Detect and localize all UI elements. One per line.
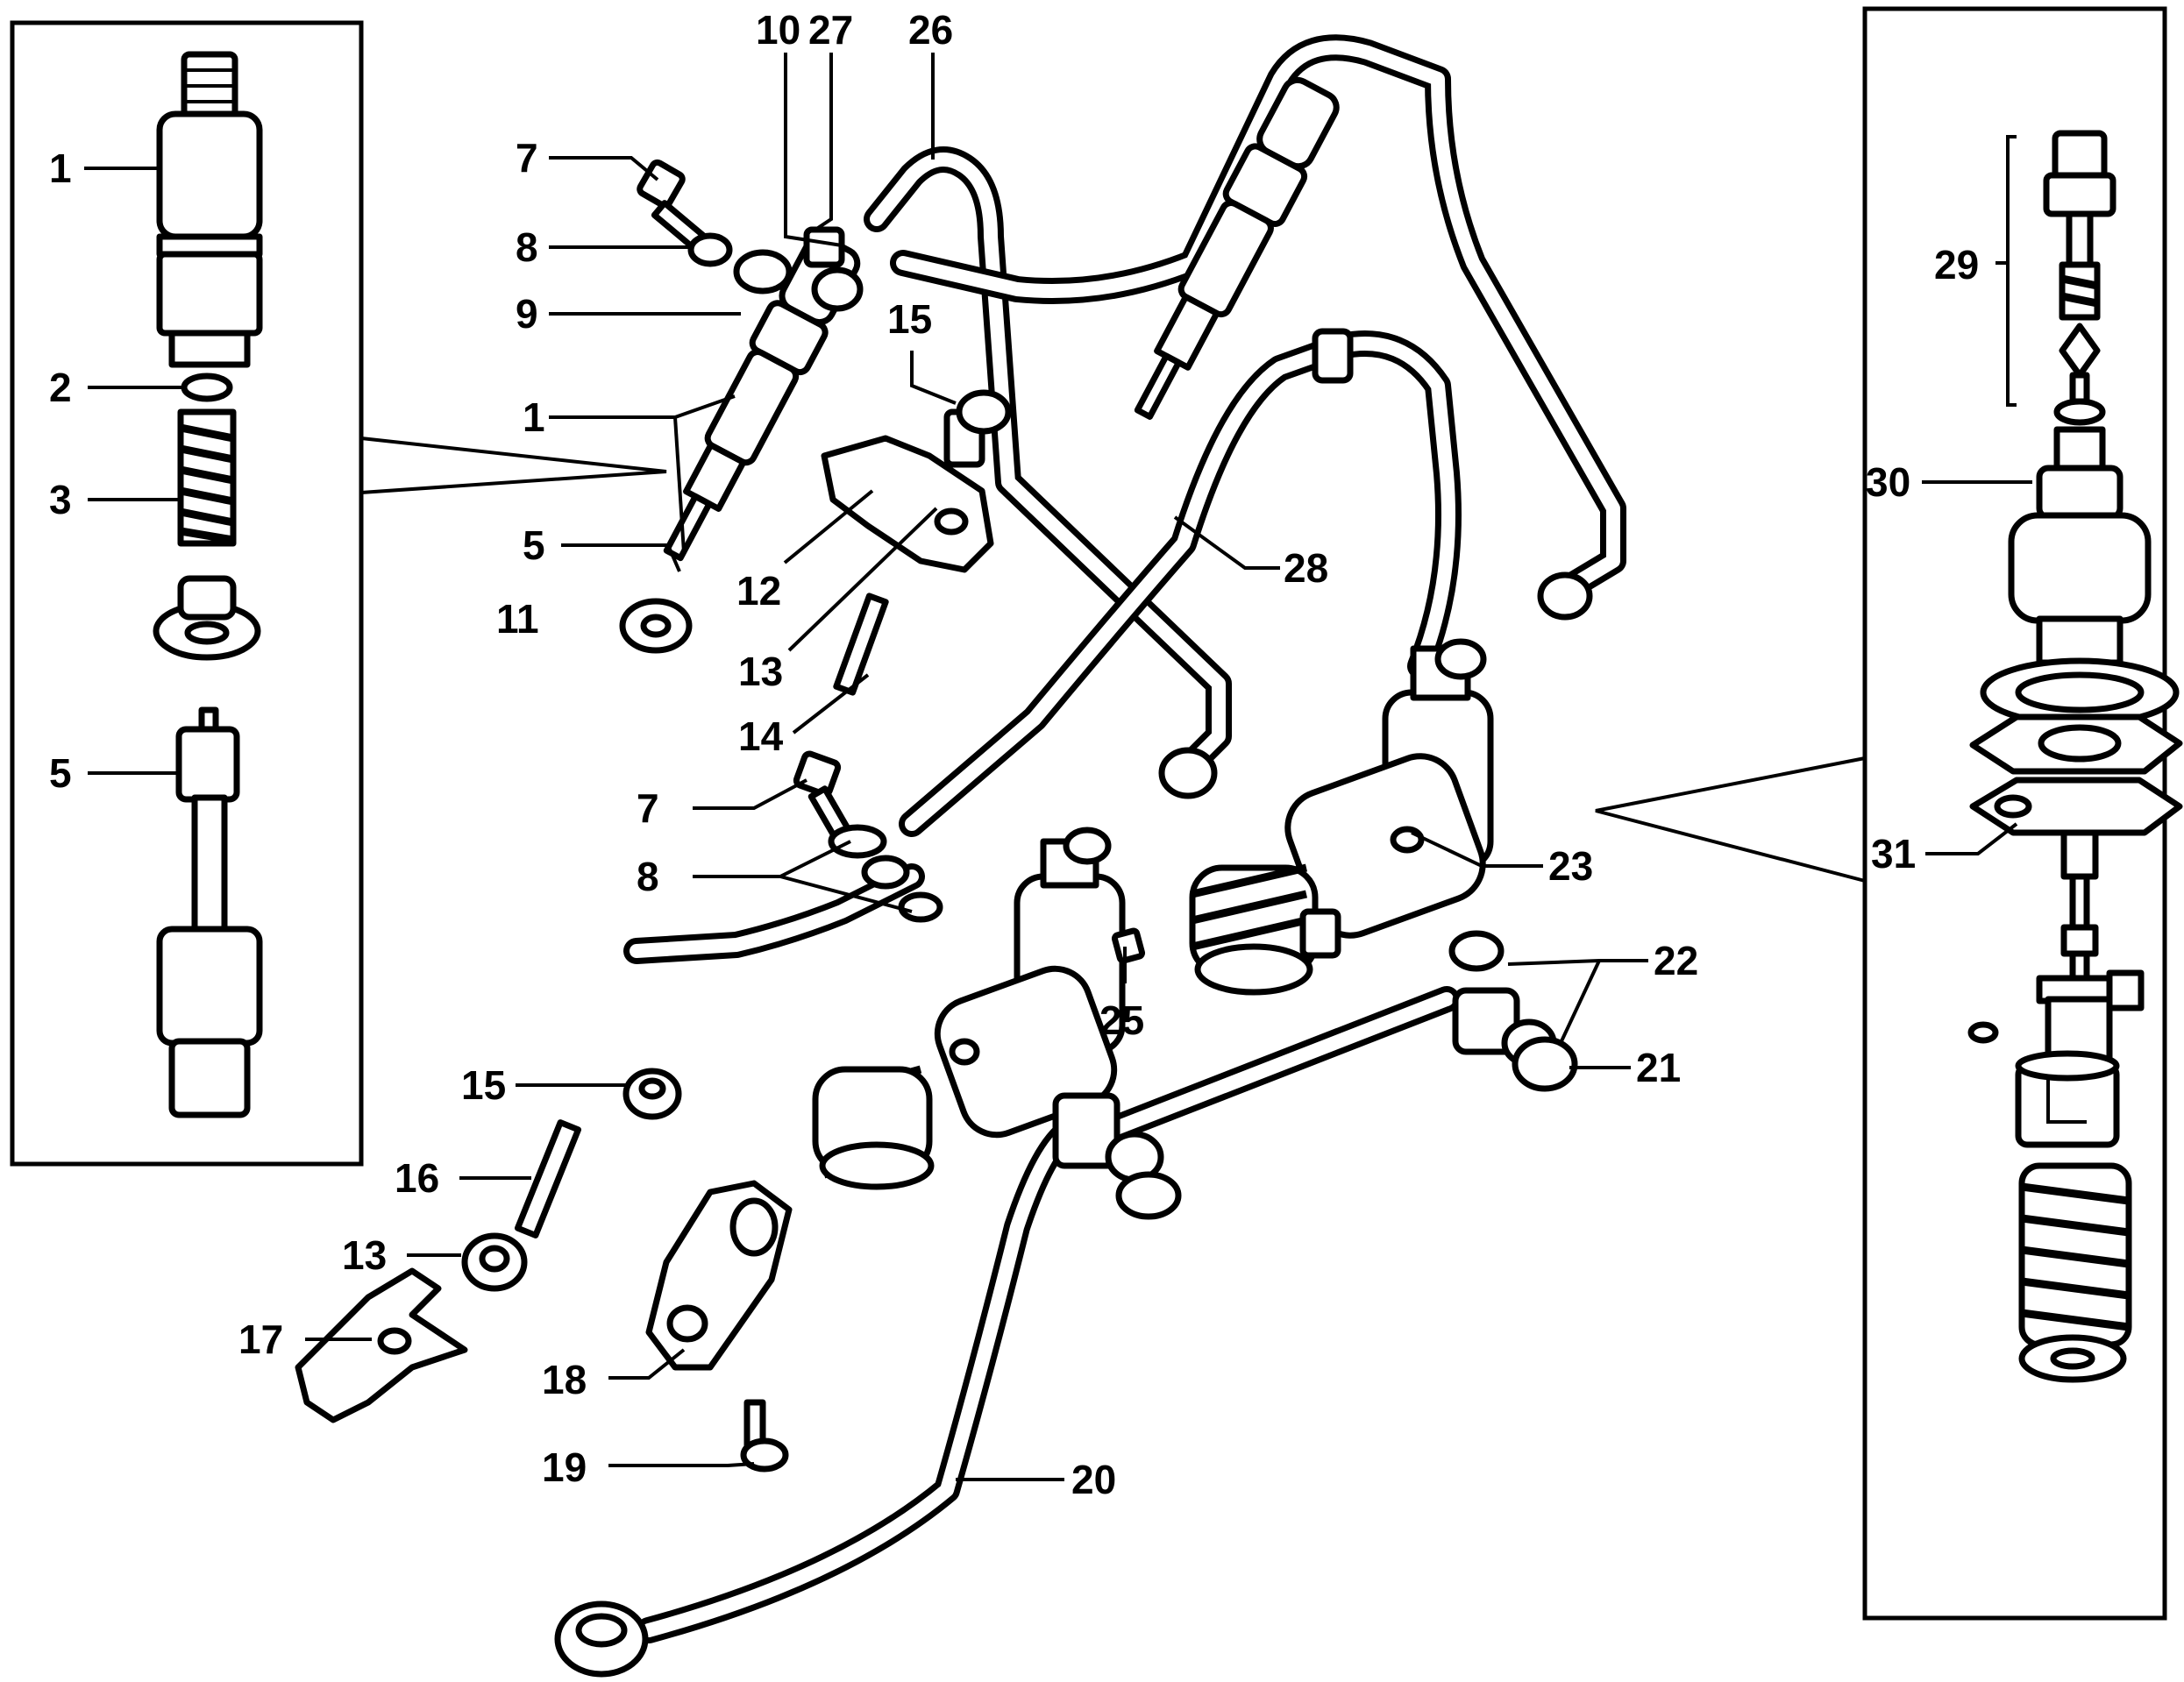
key-25: [1111, 927, 1146, 964]
pump-element-detail-panel: [1595, 6, 2183, 1621]
banjo-fitting-mid: [793, 750, 943, 923]
callout-23: 23: [1548, 843, 1593, 889]
callout-17: 17: [238, 1317, 283, 1362]
callout-15-bot: 15: [461, 1062, 506, 1108]
callout-9: 9: [516, 291, 538, 337]
injector-detail-panel: [10, 20, 667, 1167]
callout-11: 11: [496, 596, 539, 642]
callout-8-mid: 8: [637, 854, 659, 899]
callout-30: 30: [1866, 459, 1910, 505]
callout-10: 10: [756, 7, 800, 53]
callout-20: 20: [1071, 1457, 1116, 1502]
callout-19: 19: [542, 1444, 587, 1490]
pump-element-front: [812, 827, 1126, 1190]
callout-22: 22: [1654, 938, 1698, 983]
callout-13-top: 13: [738, 649, 783, 694]
banjo-fitting-top: [637, 159, 864, 312]
callout-28: 28: [1284, 545, 1328, 591]
callout-18: 18: [542, 1357, 587, 1402]
callout-29: 29: [1934, 242, 1979, 287]
fuel-feed-line: [554, 930, 1578, 1678]
lower-loose-parts: [295, 1068, 793, 1473]
callout-8-top: 8: [516, 224, 538, 270]
injection-pipes: [623, 34, 1626, 964]
callout-15-top: 15: [887, 296, 932, 342]
pump-element-rear: [1189, 638, 1494, 996]
callout-5-detail: 5: [49, 750, 72, 796]
callout-13-bot: 13: [342, 1232, 387, 1278]
callout-7-mid: 7: [637, 785, 659, 831]
callout-1-main: 1: [523, 394, 545, 440]
callout-3-detail: 3: [49, 477, 72, 522]
leader-lines: [84, 53, 2032, 1481]
callout-5-main: 5: [523, 522, 545, 568]
injector-rear: [1134, 76, 1340, 420]
callout-26: 26: [908, 7, 953, 53]
callout-27: 27: [808, 7, 853, 53]
callout-7-top: 7: [516, 135, 538, 181]
callout-31: 31: [1871, 831, 1916, 876]
callout-16: 16: [395, 1155, 439, 1201]
callout-21: 21: [1636, 1045, 1681, 1090]
callout-14: 14: [738, 713, 784, 759]
callout-25: 25: [1099, 997, 1144, 1043]
callout-2-detail: 2: [49, 365, 72, 410]
callout-1-detail: 1: [49, 145, 72, 191]
callout-numbers: 1 2 3 5 7 8 9 1 5 11 10 27 26 15 12 13 1…: [49, 7, 1979, 1502]
callout-12: 12: [736, 568, 781, 614]
injector-clamp: [821, 389, 1012, 696]
